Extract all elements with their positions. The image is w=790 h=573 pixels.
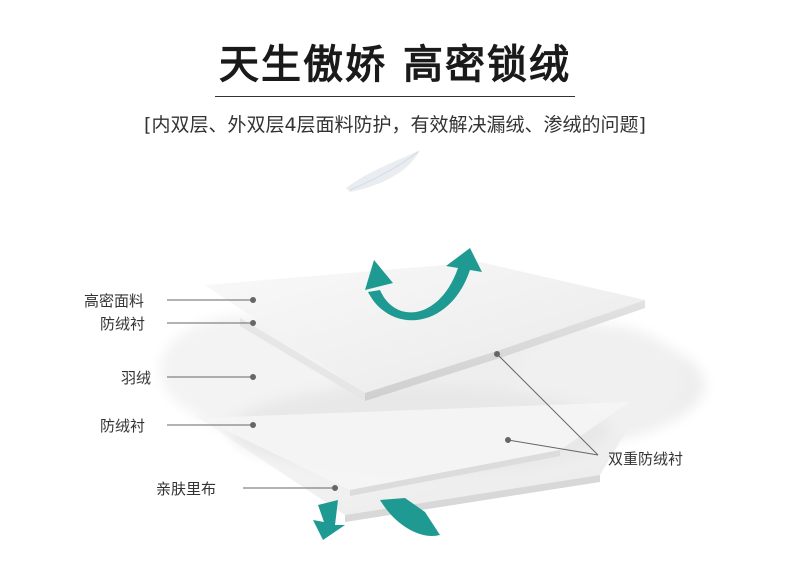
airflow-down-arrow-icon xyxy=(313,498,440,540)
callout-double-liner: 双重防绒衬 xyxy=(608,450,684,468)
title-divider xyxy=(215,96,575,97)
layer-label-shell-fabric: 高密面料 xyxy=(84,292,145,310)
airflow-up-arrow-icon xyxy=(365,248,482,321)
layer-label-downproof-liner-top: 防绒衬 xyxy=(100,315,146,333)
page-subtitle: [内双层、外双层4层面料防护，有效解决漏绒、渗绒的问题] xyxy=(144,114,646,136)
feather-icon xyxy=(346,150,420,192)
layer-label-skin-lining: 亲肤里布 xyxy=(156,480,217,498)
inner-liner-sheet xyxy=(200,402,630,496)
leader-lines xyxy=(167,297,599,491)
top-shell-sheet xyxy=(205,262,645,401)
layer-label-down: 羽绒 xyxy=(121,369,152,387)
page-title: 天生傲娇 高密锁绒 xyxy=(219,42,571,88)
layer-label-downproof-liner-bottom: 防绒衬 xyxy=(100,417,146,435)
